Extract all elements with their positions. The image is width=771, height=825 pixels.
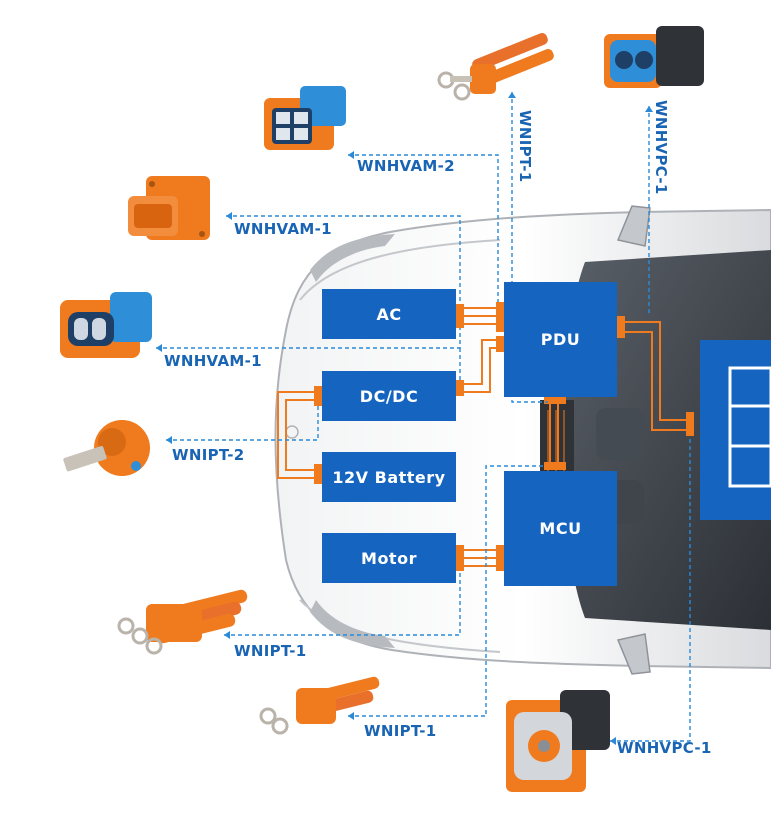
wnhvpc1-bottom-connector-icon: [506, 690, 610, 792]
module-motor: Motor: [322, 533, 456, 583]
label-wnipt1-left: WNIPT-1: [234, 642, 307, 660]
wnipt1-bottom-connector-icon: [259, 676, 380, 735]
wnhvpc1-top-connector-icon: [604, 26, 704, 88]
module-ac: AC: [322, 289, 456, 339]
wnhvam2-connector-icon: [264, 86, 346, 150]
wnipt1-top-connector-icon: [437, 32, 554, 101]
module-mcu: MCU: [504, 471, 617, 586]
module-pdu: PDU: [504, 282, 617, 397]
wnipt1-left-connector-icon: [117, 589, 248, 655]
label-wnhvam1-mid: WNHVAM-1: [164, 352, 262, 370]
module-dcdc: DC/DC: [322, 371, 456, 421]
label-wnhvpc1-bottom: WNHVPC-1: [617, 739, 712, 757]
wnipt2-connector-icon: [63, 420, 150, 476]
label-wnhvpc1-top: WNHVPC-1: [652, 100, 670, 195]
label-wnhvam1-top: WNHVAM-1: [234, 220, 332, 238]
label-wnipt1-bottom: WNIPT-1: [364, 722, 437, 740]
wnhvam1-top-connector-icon: [128, 176, 210, 240]
label-wnipt1-top: WNIPT-1: [516, 110, 534, 183]
label-wnipt2: WNIPT-2: [172, 446, 245, 464]
label-wnhvam2: WNHVAM-2: [357, 157, 455, 175]
module-12v-battery: 12V Battery: [322, 452, 456, 502]
wnhvam1-mid-connector-icon: [60, 292, 152, 358]
